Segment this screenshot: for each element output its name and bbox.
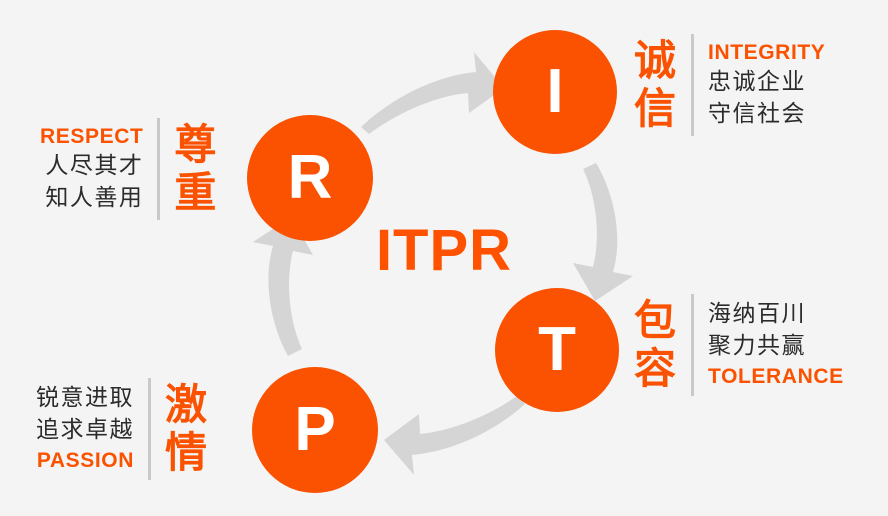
value-block-integrity: 诚 信 INTEGRITY 忠诚企业 守信社会 bbox=[634, 34, 825, 136]
passion-title-char-2: 情 bbox=[165, 428, 209, 477]
integrity-chinese-line-2: 守信社会 bbox=[708, 101, 807, 128]
passion-description: 锐意进取 追求卓越 PASSION bbox=[36, 383, 134, 475]
integrity-title-char-2: 信 bbox=[634, 84, 678, 133]
respect-chinese-line-2: 知人善用 bbox=[45, 185, 144, 212]
passion-title-char-1: 激 bbox=[165, 380, 209, 430]
center-wordmark: ITPR bbox=[375, 218, 513, 283]
arrow-respect-to-integrity bbox=[361, 52, 504, 134]
node-circle-tolerance[interactable]: T bbox=[495, 288, 619, 412]
node-circle-passion[interactable]: P bbox=[252, 367, 378, 493]
tolerance-description: 海纳百川 聚力共赢 TOLERANCE bbox=[708, 299, 844, 391]
integrity-title: 诚 信 bbox=[634, 37, 677, 133]
passion-english-label: PASSION bbox=[36, 448, 134, 472]
value-block-respect: RESPECT 人尽其才 知人善用 尊 重 bbox=[40, 118, 217, 220]
tolerance-english-label: TOLERANCE bbox=[708, 364, 844, 388]
respect-english-label: RESPECT bbox=[40, 125, 144, 149]
integrity-description: INTEGRITY 忠诚企业 守信社会 bbox=[708, 39, 825, 131]
passion-chinese-line-1: 锐意进取 bbox=[36, 385, 134, 412]
tolerance-divider bbox=[691, 294, 695, 396]
node-letter-respect: R bbox=[287, 143, 333, 212]
value-block-tolerance: 包 容 海纳百川 聚力共赢 TOLERANCE bbox=[634, 294, 844, 396]
node-circle-integrity[interactable]: I bbox=[493, 30, 617, 154]
passion-title: 激 情 bbox=[165, 381, 208, 477]
tolerance-title-char-2: 容 bbox=[634, 344, 678, 393]
respect-divider bbox=[157, 118, 161, 220]
arrow-tolerance-to-passion bbox=[384, 396, 525, 475]
node-letter-integrity: I bbox=[546, 57, 564, 126]
integrity-english-label: INTEGRITY bbox=[708, 41, 826, 65]
integrity-divider bbox=[691, 34, 695, 136]
respect-title-char-2: 重 bbox=[174, 168, 218, 217]
respect-title: 尊 重 bbox=[174, 121, 217, 217]
tolerance-chinese-line-2: 聚力共赢 bbox=[708, 332, 807, 359]
tolerance-title-char-1: 包 bbox=[634, 296, 678, 346]
respect-title-char-1: 尊 bbox=[174, 120, 218, 170]
tolerance-title: 包 容 bbox=[634, 297, 677, 393]
node-circle-respect[interactable]: R bbox=[247, 115, 373, 241]
respect-chinese-line-1: 人尽其才 bbox=[45, 153, 144, 180]
passion-divider bbox=[148, 378, 151, 480]
tolerance-chinese-line-1: 海纳百川 bbox=[708, 301, 807, 328]
node-letter-tolerance: T bbox=[538, 315, 576, 384]
node-letter-passion: P bbox=[294, 395, 336, 464]
respect-description: RESPECT 人尽其才 知人善用 bbox=[40, 123, 143, 215]
integrity-chinese-line-1: 忠诚企业 bbox=[708, 69, 807, 96]
passion-chinese-line-2: 追求卓越 bbox=[36, 416, 134, 443]
integrity-title-char-1: 诚 bbox=[634, 36, 678, 86]
value-block-passion: 锐意进取 追求卓越 PASSION 激 情 bbox=[36, 378, 208, 480]
